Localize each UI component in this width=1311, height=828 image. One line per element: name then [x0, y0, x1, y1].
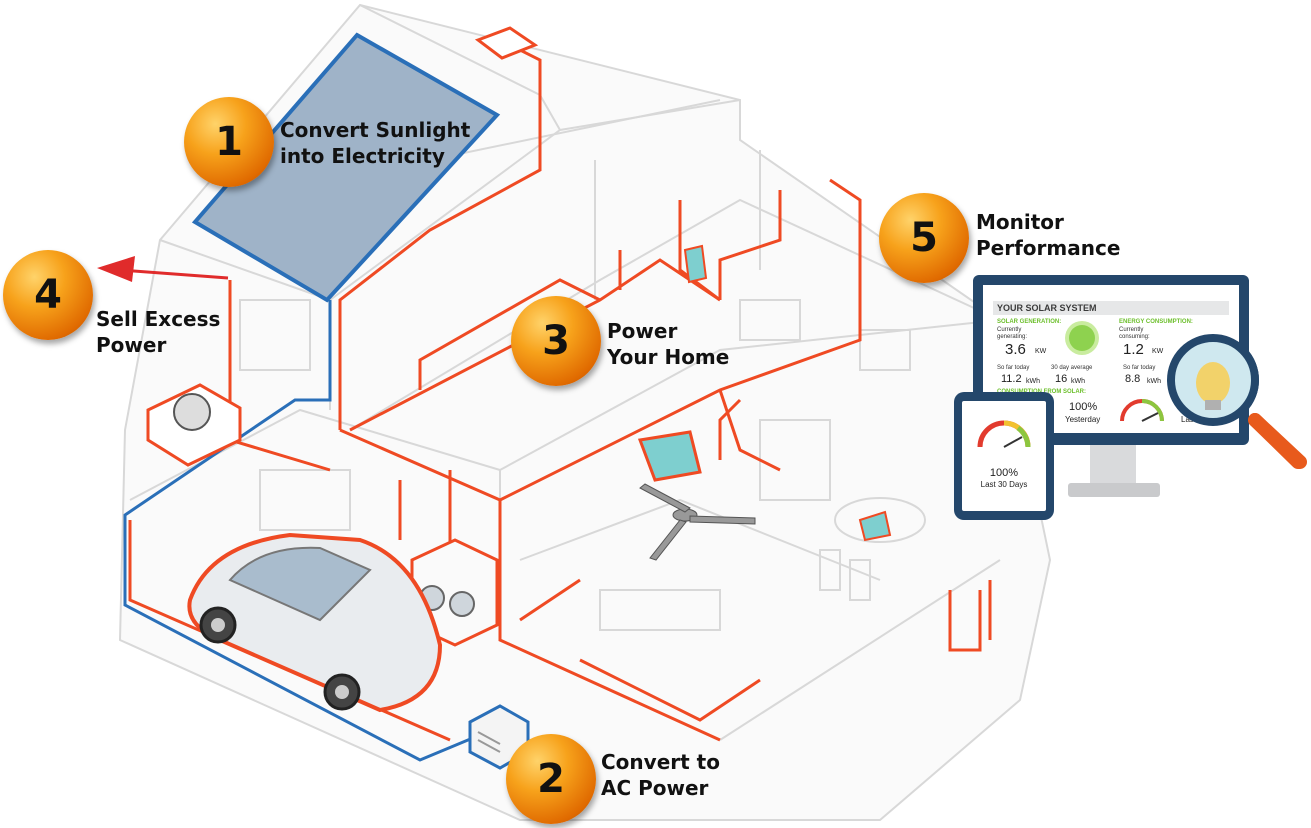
generation-value: 3.6: [1005, 341, 1026, 358]
roof-vent: [474, 26, 539, 60]
tablet-percent: 100%: [989, 467, 1019, 479]
generation-unit: KW: [1035, 348, 1047, 355]
step-2-number: 2: [537, 756, 565, 802]
monitor-gauge-icon: [1120, 399, 1164, 422]
step-5-badge: 5: [879, 193, 969, 283]
today-consumption-unit: kWh: [1147, 378, 1161, 385]
tablet-gauge-icon: [977, 420, 1031, 448]
thirty-day-average-value: 16: [1055, 373, 1068, 385]
thirty-day-average-label: 30 day average: [1051, 365, 1093, 371]
magnifier-overlay: [1167, 334, 1305, 469]
step-1-badge: 1: [184, 97, 274, 187]
dc-wire: [123, 300, 481, 762]
laptop: [858, 510, 892, 542]
step-4-number: 4: [34, 272, 62, 318]
monitor-title-bar: [993, 301, 1229, 315]
step-4-badge: 4: [3, 250, 93, 340]
step-1-label: Convert Sunlight into Electricity: [280, 118, 471, 168]
yesterday-percent: 100%: [1069, 401, 1098, 413]
step-3-badge: 3: [511, 296, 601, 386]
consumption-unit: KW: [1152, 348, 1164, 355]
energy-consumption-label: ENERGY CONSUMPTION:: [1119, 319, 1193, 325]
monitor-title: YOUR SOLAR SYSTEM: [997, 303, 1097, 313]
currently-generating-label: Currently generating:: [997, 327, 1028, 340]
today-generation-unit: kWh: [1026, 378, 1040, 385]
sun-icon: [1069, 325, 1095, 351]
step-1-number: 1: [215, 119, 243, 165]
tablet-screen: 100% Last 30 Days: [962, 401, 1046, 511]
monitor-stand: [1090, 445, 1136, 483]
monitoring-tablet: 100% Last 30 Days: [954, 392, 1054, 520]
thirty-day-average-unit: kWh: [1071, 378, 1085, 385]
step-5-label: Monitor Performance: [976, 210, 1121, 260]
ceiling-fan: [639, 483, 756, 561]
ac-unit: [146, 383, 242, 467]
consumption-value: 1.2: [1123, 341, 1144, 358]
tv: [637, 430, 702, 482]
step-2-label: Convert to AC Power: [601, 750, 720, 800]
export-arrow: [97, 256, 229, 282]
so-far-today-consumption-label: So far today: [1123, 365, 1156, 371]
wall-tablet: [683, 244, 708, 284]
solar-generation-label: SOLAR GENERATION:: [997, 319, 1062, 325]
step-2-badge: 2: [506, 734, 596, 824]
today-generation-value: 11.2: [1001, 373, 1022, 385]
so-far-today-label: So far today: [997, 365, 1030, 371]
today-consumption-value: 8.8: [1125, 373, 1141, 385]
tablet-period-label: Last 30 Days: [980, 480, 1028, 489]
step-3-number: 3: [542, 318, 570, 364]
monitor-base: [1068, 483, 1160, 497]
step-5-number: 5: [910, 215, 938, 261]
step-3-label: Power Your Home: [607, 319, 730, 369]
electric-car: [187, 532, 443, 713]
yesterday-label: Yesterday: [1065, 415, 1101, 424]
step-4-label: Sell Excess Power: [96, 307, 221, 357]
currently-consuming-label: Currently consuming:: [1119, 327, 1150, 340]
